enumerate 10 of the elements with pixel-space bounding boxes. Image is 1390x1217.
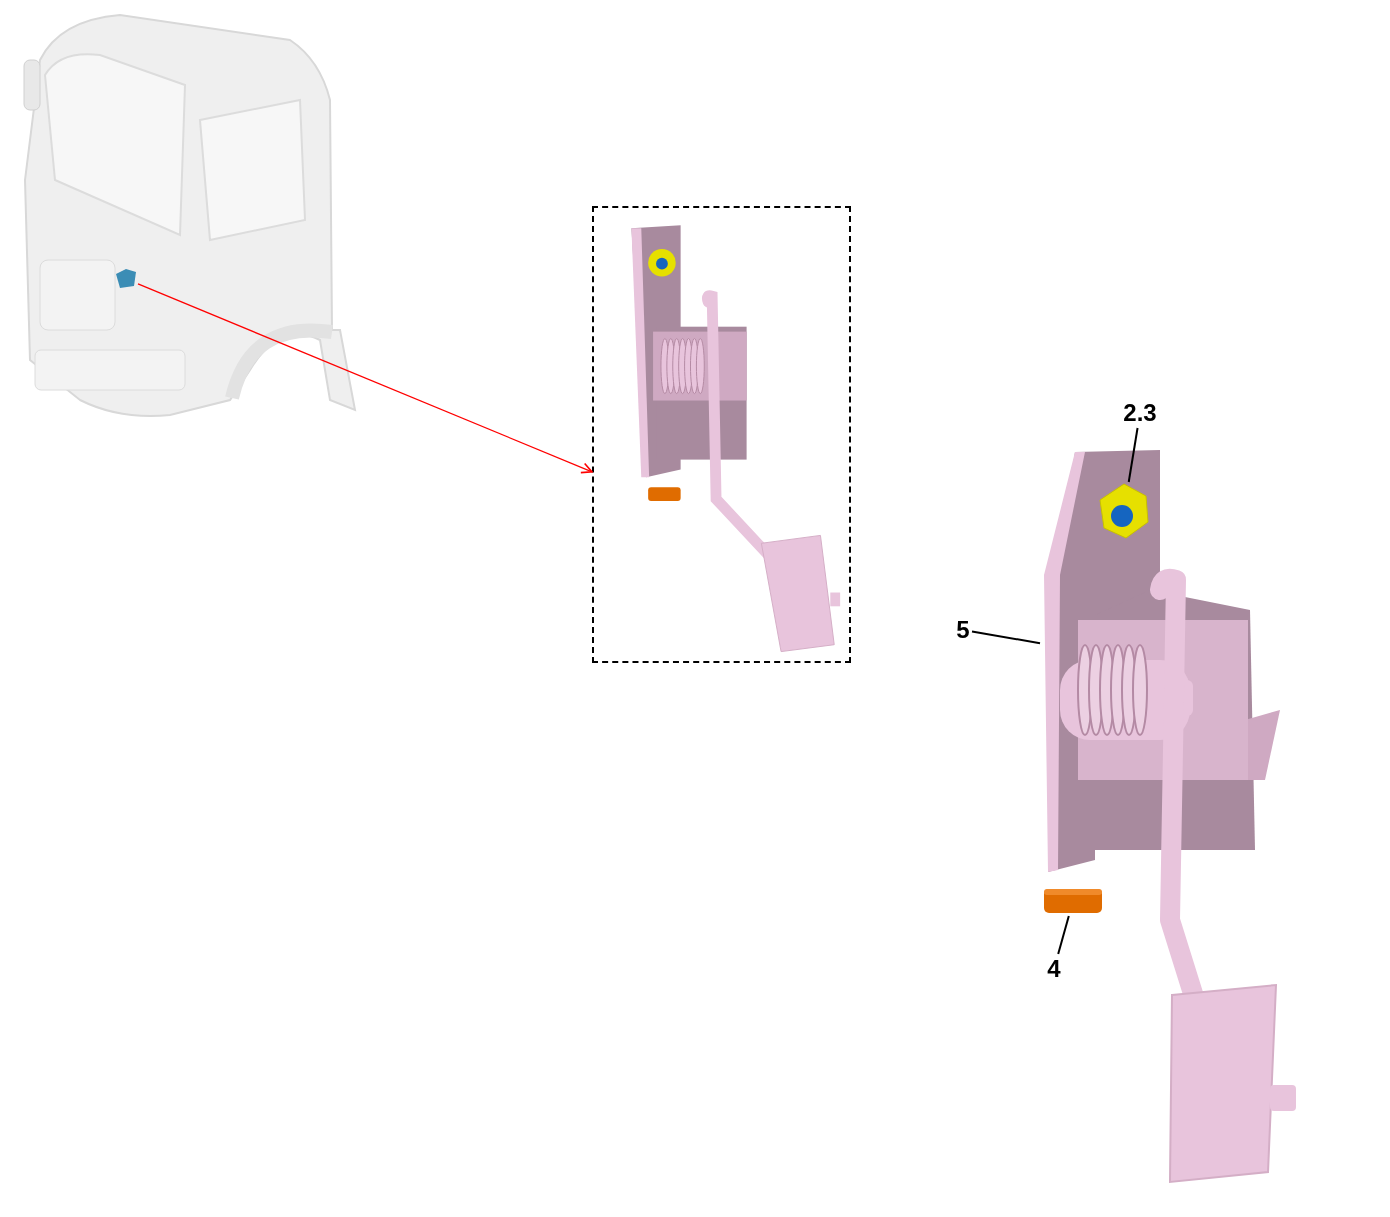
bushing-drawing	[1042, 886, 1104, 916]
callout-number: 2.3	[1123, 401, 1157, 425]
pedal-location-marker	[114, 268, 138, 290]
leader-line	[1127, 427, 1139, 483]
nut-drawing	[1098, 482, 1150, 540]
leader-line	[971, 630, 1041, 645]
arrow	[137, 283, 593, 474]
callout-number: 5	[956, 618, 970, 642]
leader-line	[1057, 915, 1070, 955]
callout-number: 4	[1047, 957, 1061, 981]
